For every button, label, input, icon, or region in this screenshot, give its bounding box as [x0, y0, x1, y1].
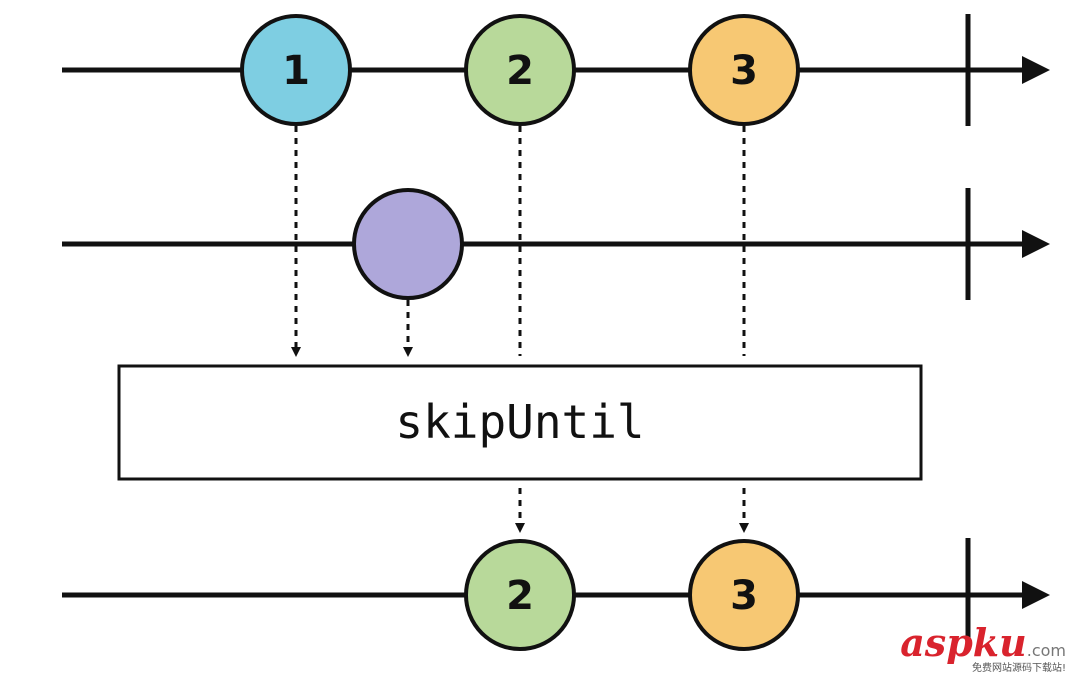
output-marble-3-circle — [688, 539, 800, 651]
output-marble-3-label: 3 — [730, 573, 758, 619]
output-marble-3: 3 — [688, 539, 800, 651]
source-timeline-arrow — [1022, 56, 1050, 84]
watermark-brand: aspku — [900, 620, 1027, 665]
connectors — [291, 126, 749, 533]
source-marble-3: 3 — [688, 14, 800, 126]
operator-box: skipUntil — [117, 364, 923, 481]
output-marble-2-label: 2 — [506, 573, 534, 619]
watermark: aspku.com 免费网站源码下载站! — [900, 624, 1066, 674]
trigger-timeline-arrow — [1022, 230, 1050, 258]
trigger-timeline — [62, 188, 1050, 300]
source-marble-1: 1 — [240, 14, 352, 126]
source-marble-1-circle — [240, 14, 352, 126]
watermark-suffix: .com — [1026, 641, 1066, 660]
output-marble-2-circle — [464, 539, 576, 651]
trigger-marble-circle — [352, 188, 464, 300]
trigger-marble — [352, 188, 464, 300]
source-marble-2-label: 2 — [506, 48, 534, 94]
source-marble-3-label: 3 — [730, 48, 758, 94]
source-marble-2-circle — [464, 14, 576, 126]
output-marble-2: 2 — [464, 539, 576, 651]
source-marble-2: 2 — [464, 14, 576, 126]
source-marble-3-circle — [688, 14, 800, 126]
output-timeline-arrow — [1022, 581, 1050, 609]
operator-label: skipUntil — [395, 395, 644, 449]
watermark-tagline: 免费网站源码下载站! — [971, 663, 1066, 674]
source-marble-1-label: 1 — [282, 48, 310, 94]
